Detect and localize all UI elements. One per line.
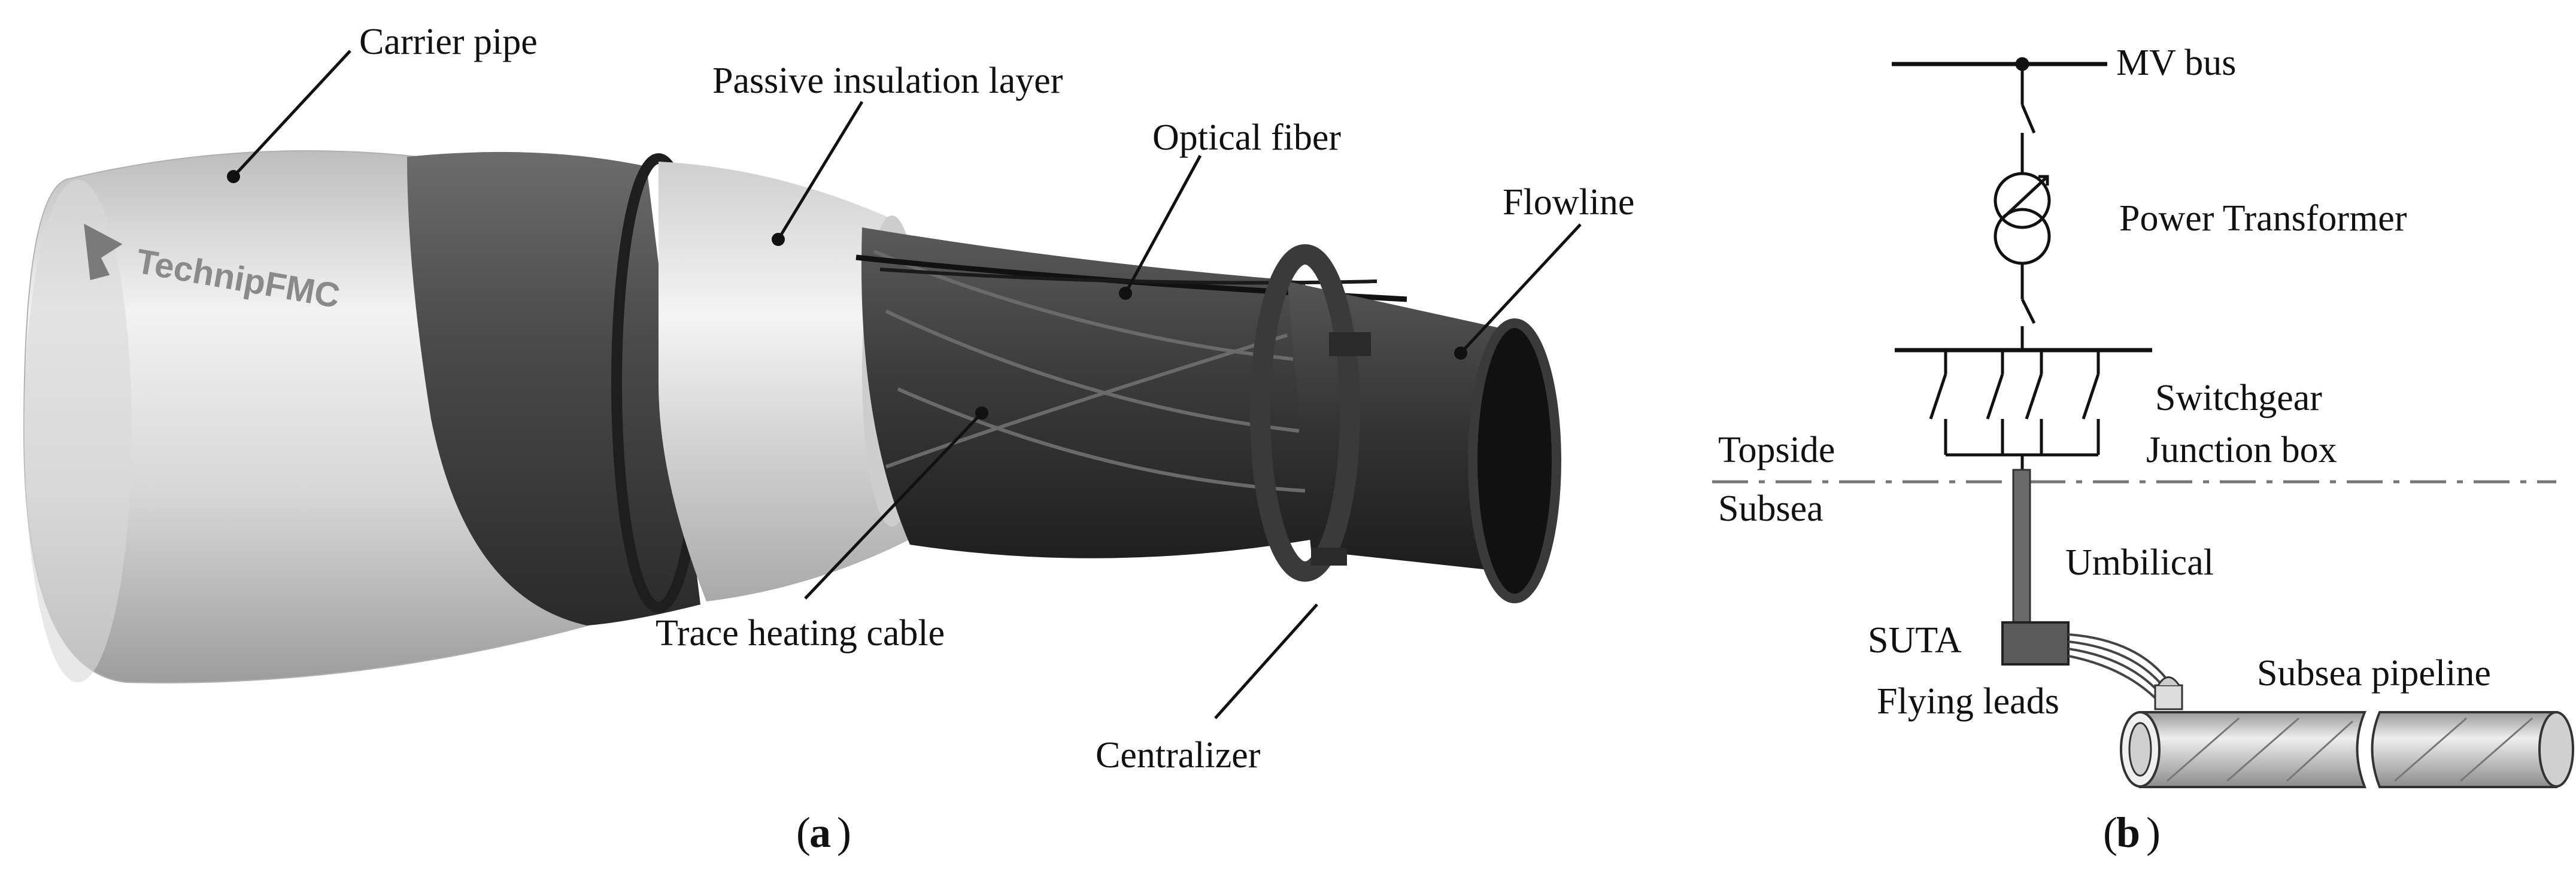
label-topside: Topside [1718, 430, 1835, 470]
umbilical [2012, 469, 2031, 630]
label-junction-box: Junction box [2146, 430, 2337, 470]
caption-b: ( b ) [2103, 809, 2161, 856]
caption-a-letter: a [809, 809, 831, 856]
label-subsea-pipeline: Subsea pipeline [2257, 653, 2491, 694]
label-passive-insulation: Passive insulation layer [712, 60, 1063, 101]
svg-text:(: ( [2103, 809, 2117, 856]
panel-a-illustration: TechnipFMC [23, 22, 1634, 776]
heating-cone [861, 227, 1317, 558]
label-flying-leads: Flying leads [1877, 681, 2059, 722]
svg-text:): ) [2146, 809, 2161, 856]
label-carrier-pipe: Carrier pipe [359, 22, 538, 62]
label-centralizer: Centralizer [1096, 735, 1261, 776]
panel-b-diagram [1712, 57, 2556, 484]
label-mv-bus: MV bus [2116, 42, 2236, 83]
subsea-pipeline [2120, 711, 2574, 788]
label-power-transformer: Power Transformer [2119, 198, 2407, 239]
label-optical-fiber: Optical fiber [1152, 117, 1341, 158]
flowline-opening [1468, 318, 1561, 603]
transformer-coil-upper [1994, 172, 2051, 229]
label-subsea: Subsea [1718, 488, 1823, 529]
svg-text:): ) [837, 809, 851, 856]
label-trace-heating: Trace heating cable [656, 613, 945, 654]
suta-box [2001, 621, 2070, 666]
panel-a-leaders [232, 50, 1582, 719]
pipeline-connector [2154, 676, 2183, 710]
centralizer [1250, 244, 1371, 582]
panel-b-labels: MV bus Power Transformer Switchgear Junc… [1718, 42, 2491, 722]
caption-b-letter: b [2116, 809, 2140, 856]
label-flowline: Flowline [1503, 182, 1634, 223]
label-switchgear: Switchgear [2155, 378, 2322, 418]
label-suta: SUTA [1868, 620, 1962, 661]
label-umbilical: Umbilical [2065, 542, 2214, 583]
svg-text:(: ( [796, 809, 811, 856]
carrier-pipe-end [24, 180, 132, 682]
caption-a: ( a ) [796, 809, 851, 856]
